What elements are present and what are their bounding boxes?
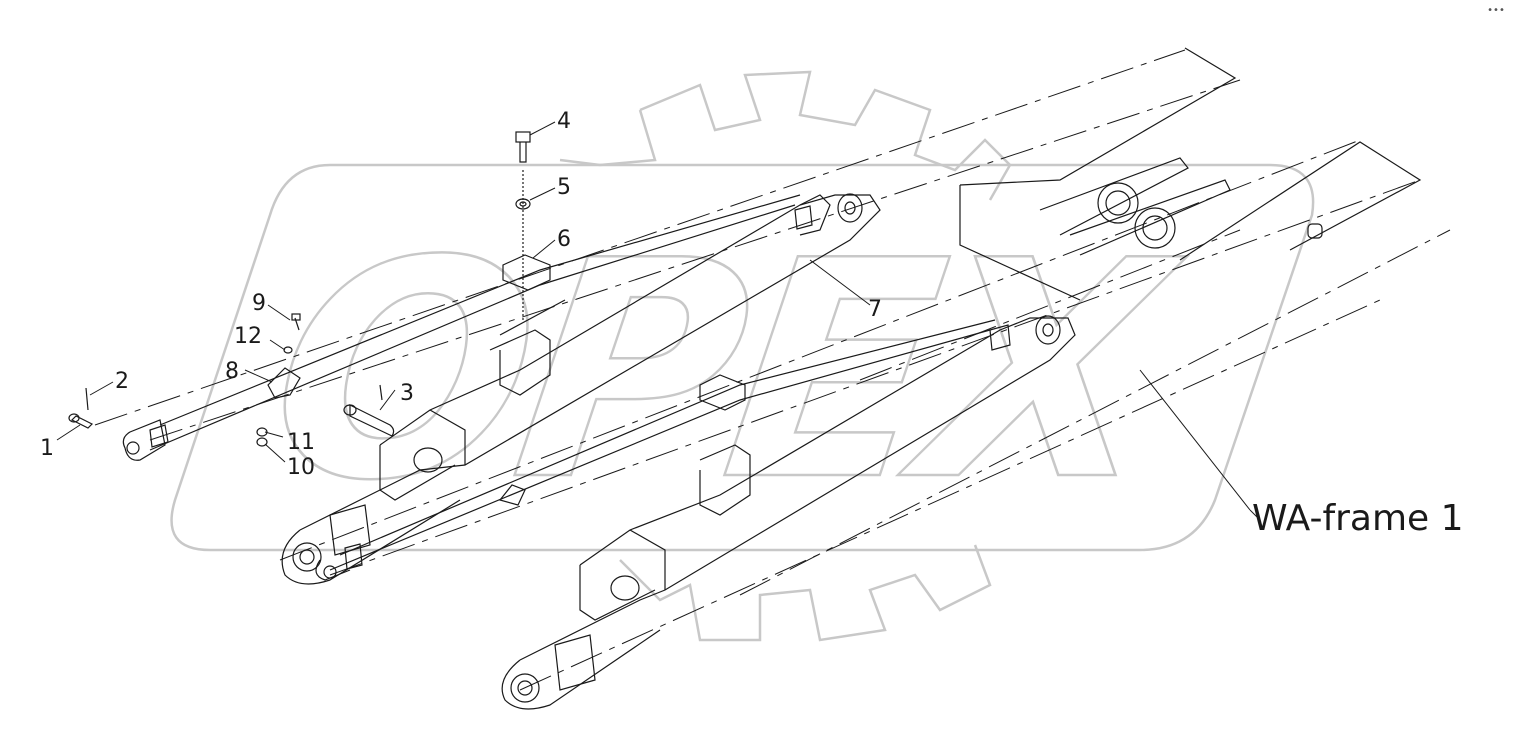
watermark: OPEX (170, 70, 1315, 642)
callout-9: 9 (252, 291, 266, 316)
frame-arm-lower (315, 315, 1076, 710)
callout-1: 1 (40, 436, 54, 461)
centerlines (94, 49, 1451, 691)
callout-8: 8 (225, 359, 239, 384)
leader-lines (56, 121, 1261, 521)
loose-parts (68, 131, 746, 506)
watermark-capsule-outline (170, 163, 1315, 552)
callout-2: 2 (115, 369, 129, 394)
assembly-caption: WA-frame 1 (1252, 498, 1464, 539)
callout-4: 4 (557, 109, 571, 134)
frame-rear-plates (959, 47, 1422, 301)
callout-5: 5 (557, 175, 571, 200)
callout-11: 11 (287, 430, 315, 455)
callout-3: 3 (400, 381, 414, 406)
callout-labels: 1 2 3 4 5 6 7 8 9 10 11 12 (40, 109, 882, 480)
watermark-gear-outline (559, 70, 1012, 642)
callout-12: 12 (234, 324, 262, 349)
callout-10: 10 (287, 455, 315, 480)
callout-6: 6 (557, 227, 571, 252)
watermark-text: OPEX (253, 197, 1196, 546)
more-dots-icon[interactable]: ••• (1487, 5, 1505, 16)
callout-7: 7 (868, 297, 882, 322)
